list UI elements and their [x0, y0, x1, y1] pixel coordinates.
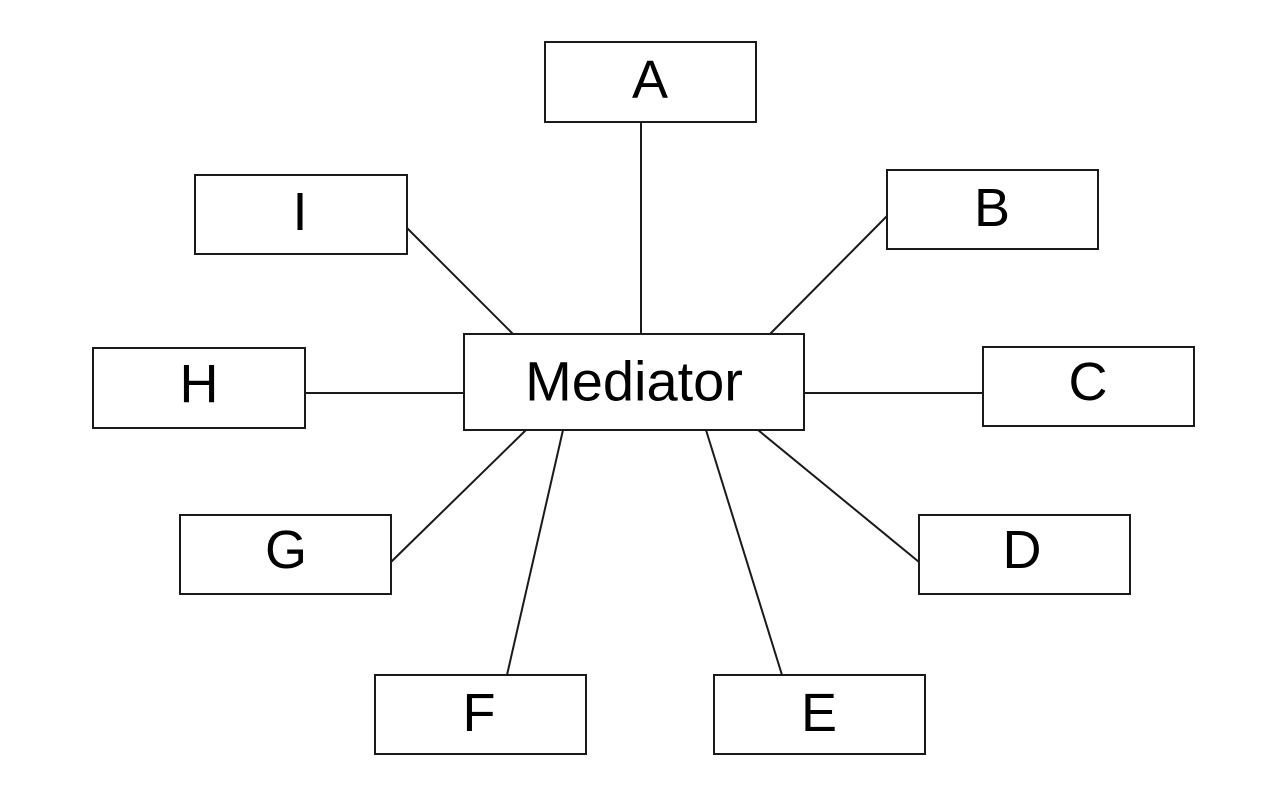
- node-e-box: [713, 674, 926, 755]
- node-d-box: [918, 514, 1131, 595]
- node-d-label: D: [1003, 520, 1042, 580]
- node-i-box: [194, 174, 408, 255]
- node-b: B: [886, 169, 1099, 250]
- node-a-label: A: [632, 50, 668, 110]
- node-c-box: [982, 346, 1195, 427]
- node-i-label: I: [292, 182, 307, 242]
- node-b-box: [886, 169, 1099, 250]
- node-d: D: [918, 514, 1131, 595]
- node-f-label: F: [463, 683, 496, 743]
- node-g-box: [179, 514, 392, 595]
- node-f-box: [374, 674, 587, 755]
- connector-g: [390, 429, 527, 563]
- node-e: E: [713, 674, 926, 755]
- node-e-label: E: [801, 683, 837, 743]
- node-a: A: [544, 41, 757, 123]
- node-g-label: G: [265, 520, 307, 580]
- connector-f: [506, 429, 564, 676]
- mediator-node: Mediator: [463, 333, 805, 431]
- mediator-label: Mediator: [525, 350, 743, 413]
- connector-b: [769, 215, 888, 335]
- node-f: F: [374, 674, 587, 755]
- node-b-label: B: [974, 178, 1010, 238]
- node-a-box: [544, 41, 757, 123]
- connectors: [305, 122, 983, 676]
- mediator-box: [463, 333, 805, 431]
- connector-e: [705, 429, 783, 676]
- connector-d: [757, 429, 920, 563]
- connector-i: [406, 227, 514, 335]
- node-c: C: [982, 346, 1195, 427]
- node-i: I: [194, 174, 408, 255]
- node-h: H: [92, 347, 306, 429]
- node-c-label: C: [1069, 352, 1108, 412]
- node-g: G: [179, 514, 392, 595]
- node-h-box: [92, 347, 306, 429]
- node-h-label: H: [180, 354, 219, 414]
